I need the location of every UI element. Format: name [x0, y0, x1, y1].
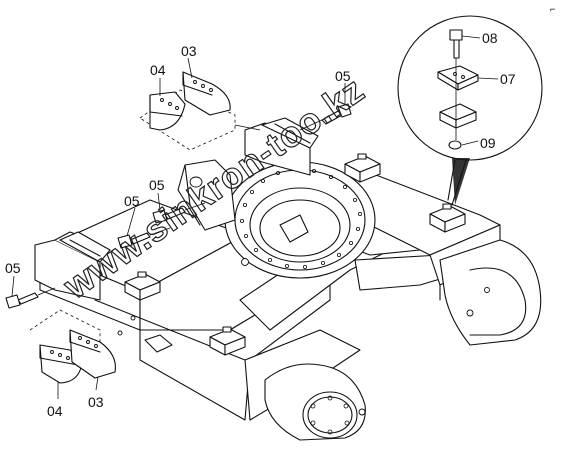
bolt-05-mid-upper	[152, 202, 206, 224]
frame-track-guide-right	[244, 117, 319, 176]
callout-05-mid-upper: 05	[149, 177, 165, 193]
corner-mark: ⌐	[550, 4, 555, 14]
callout-04-top: 04	[150, 62, 166, 78]
guide-plate-group-top	[139, 71, 261, 151]
callout-05-mid-lower: 05	[124, 193, 140, 209]
bolt-05-right	[299, 103, 352, 131]
callout-07: 07	[500, 71, 516, 87]
bolt-05-left	[5, 287, 56, 309]
callout-03-bottom: 03	[88, 394, 104, 410]
main-frame	[39, 159, 542, 441]
bolt-05-mid-lower	[117, 227, 171, 249]
detail-view	[397, 15, 543, 206]
callout-03-top: 03	[181, 43, 197, 59]
leader-lines	[11, 35, 499, 399]
callout-09: 09	[480, 135, 496, 151]
callout-04-bottom: 04	[47, 403, 63, 419]
callout-05-left: 05	[5, 260, 21, 276]
frame-track-guide-left	[34, 231, 111, 301]
callout-08: 08	[482, 30, 498, 46]
callout-05-right: 05	[335, 68, 351, 84]
frame-pads	[124, 153, 466, 356]
guide-plate-group-bottom	[29, 309, 116, 384]
